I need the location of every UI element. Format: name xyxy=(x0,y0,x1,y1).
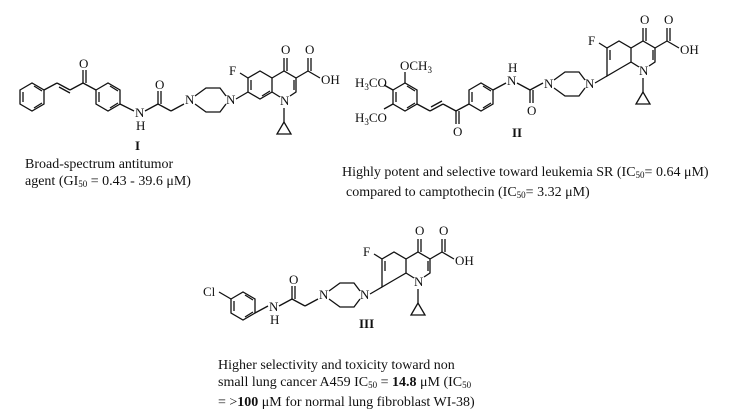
compound-I-ring-N: N xyxy=(280,93,290,108)
compound-II-caption-line1: Highly potent and selective toward leuke… xyxy=(342,165,709,180)
compound-III-acid-O: O xyxy=(439,223,448,238)
compound-II-acid-OH: OH xyxy=(680,42,699,57)
compound-I-structure: O N H O N N N O F xyxy=(19,42,340,153)
compound-I-amide-O: O xyxy=(155,77,164,92)
compound-III-caption-line1: Higher selectivity and toxicity toward n… xyxy=(218,358,455,373)
compound-II-urea-O: O xyxy=(527,103,536,118)
compound-II-H3CO-bottom: H3CO xyxy=(355,110,387,127)
compound-II-acid-O: O xyxy=(664,12,673,27)
compound-III-label: III xyxy=(359,316,374,331)
compound-II-piperazine-N1: N xyxy=(544,76,554,91)
compound-I-phenyl-ring xyxy=(19,82,45,112)
compound-III-cyclopropyl xyxy=(409,301,427,316)
compound-I-caption: Broad-spectrum antitumor agent (GI50 = 0… xyxy=(25,156,191,193)
compound-II-quinolone-O: O xyxy=(640,12,649,27)
compound-I-caption-line1: Broad-spectrum antitumor xyxy=(25,157,174,172)
compound-I-amide-N: N xyxy=(135,105,145,120)
compound-III-caption: Higher selectivity and toxicity toward n… xyxy=(218,357,475,411)
compound-I-cyclopropyl xyxy=(275,120,293,135)
compound-III-ring-N: N xyxy=(414,274,424,289)
compound-III-F: F xyxy=(363,244,370,259)
compound-III-piperazine-N2: N xyxy=(360,287,370,302)
compound-III-caption-line2: small lung cancer A459 IC50 = 14.8 μM (I… xyxy=(218,375,472,390)
compound-III-amide-H: H xyxy=(270,312,279,327)
compound-I-acid-OH: OH xyxy=(321,72,340,87)
compound-I-amide-H: H xyxy=(136,118,145,133)
compound-III-structure: Cl N H O N N N O F O xyxy=(203,223,474,331)
compound-III-amide-N: N xyxy=(269,299,279,314)
compound-II-caption: Highly potent and selective toward leuke… xyxy=(342,164,709,204)
compound-I-acid-O: O xyxy=(305,42,314,57)
compound-III-acid-OH: OH xyxy=(455,253,474,268)
compound-II-F: F xyxy=(588,33,595,48)
compound-II-piperazine-N2: N xyxy=(585,76,595,91)
compound-II-label: II xyxy=(512,125,522,140)
compound-I-quinolone-O: O xyxy=(281,42,290,57)
compound-I-caption-line2: agent (GI50 = 0.43 - 39.6 μM) xyxy=(25,174,191,189)
compound-III-caption-line3: = >100 μM for normal lung fibroblast WI-… xyxy=(218,395,475,410)
compound-I-piperazine-N1: N xyxy=(185,92,195,107)
compound-III-Cl: Cl xyxy=(203,284,216,299)
compound-II-ring-N: N xyxy=(639,63,649,78)
compound-II-benzene-ring xyxy=(468,82,494,112)
compound-I-label: I xyxy=(135,138,140,153)
compound-II-ketone-O: O xyxy=(453,124,462,139)
compound-II-H3CO-mid: H3CO xyxy=(355,75,387,92)
compound-II-caption-line2: compared to camptothecin (IC50= 3.32 μM) xyxy=(346,185,590,200)
compound-II-urea-N: N xyxy=(507,73,517,88)
compound-II-urea-H: H xyxy=(508,60,517,75)
compound-II-structure: OCH3 H3CO H3CO O N H O N N xyxy=(355,12,699,140)
compound-II-cyclopropyl xyxy=(634,90,652,105)
compound-III-amide-O: O xyxy=(289,272,298,287)
compound-I-ketone-O: O xyxy=(79,56,88,71)
compound-II-OCH3-top: OCH3 xyxy=(400,58,432,75)
compound-I-piperazine-N2: N xyxy=(226,92,236,107)
compound-I-F: F xyxy=(229,63,236,78)
compound-III-piperazine-N1: N xyxy=(319,287,329,302)
compound-III-quinolone-O: O xyxy=(415,223,424,238)
